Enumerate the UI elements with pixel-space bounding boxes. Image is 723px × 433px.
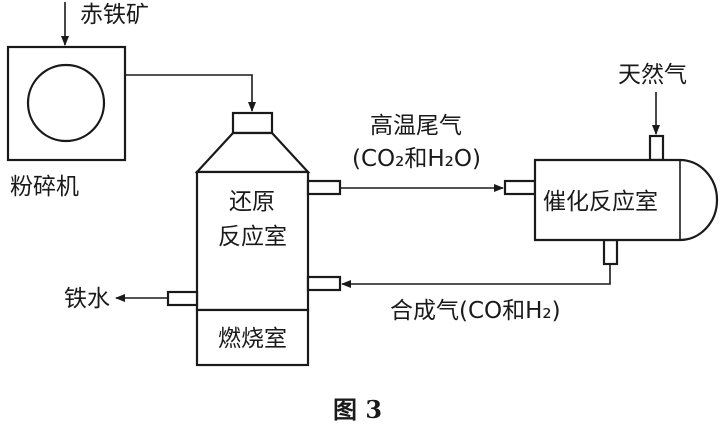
crusher-to-reactor-line: [125, 74, 256, 112]
syngas-label: 合成气(CO和H₂): [390, 298, 561, 324]
reduction-label-2: 反应室: [218, 224, 287, 250]
hot-gas-label: 高温尾气: [370, 113, 462, 139]
catalytic-reactor: [503, 134, 719, 266]
reduction-reactor: [166, 111, 342, 367]
figure-caption: 图 3: [333, 395, 382, 424]
crusher: [6, 45, 127, 162]
reduction-label-1: 还原: [229, 189, 275, 215]
ore-label: 赤铁矿: [80, 2, 149, 28]
combustion-label: 燃烧室: [218, 326, 287, 352]
hot-gas-formula: (CO₂和H₂O): [352, 146, 481, 172]
combustion-chamber: [195, 308, 310, 367]
catalytic-label: 催化反应室: [543, 189, 658, 215]
molten-iron-label: 铁水: [64, 286, 110, 312]
syngas-arrow: [341, 264, 611, 288]
natural-gas-label: 天然气: [618, 62, 687, 88]
crusher-label: 粉碎机: [10, 174, 79, 200]
